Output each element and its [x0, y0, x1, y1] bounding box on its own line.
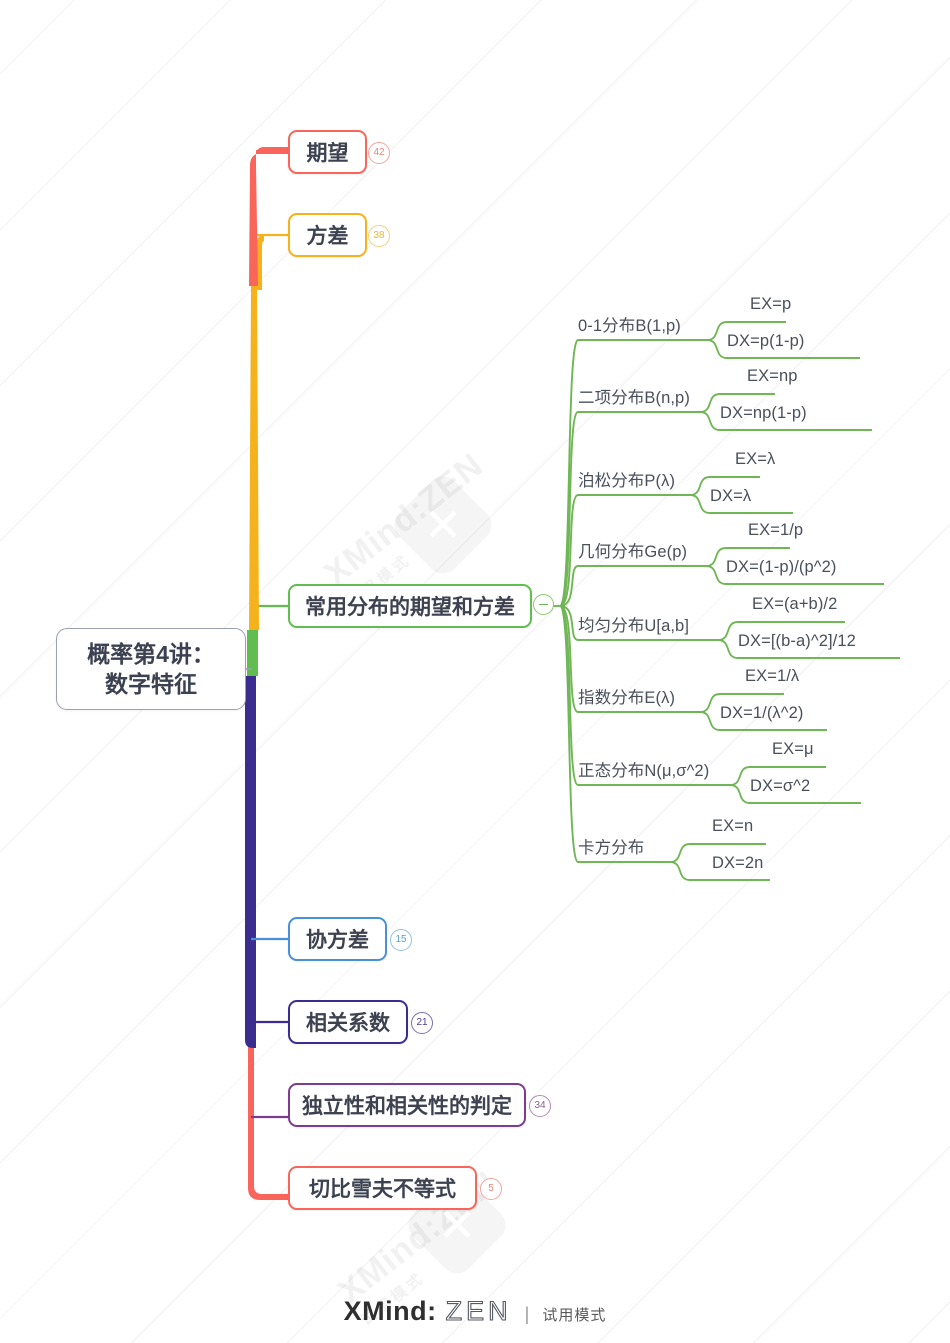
badge-value: 34 — [534, 1100, 546, 1111]
branch-label: 协方差 — [306, 929, 369, 952]
branch-label: 期望 — [306, 142, 349, 165]
badge-expectation-count: 42 — [368, 142, 390, 164]
branch-label: 常用分布的期望和方差 — [305, 596, 515, 619]
footer-separator: | — [524, 1304, 530, 1324]
footer-brand-bold: XMind: — [343, 1296, 437, 1326]
minus-bar — [539, 603, 548, 606]
distribution-label[interactable]: 泊松分布P(λ) — [578, 472, 676, 490]
collapse-minus-icon[interactable] — [533, 594, 554, 615]
distribution-label[interactable]: 均匀分布U[a,b] — [578, 617, 690, 635]
distribution-variance[interactable]: DX=σ^2 — [750, 777, 811, 795]
branch-label: 切比雪夫不等式 — [309, 1178, 456, 1201]
badge-covariance-count: 15 — [390, 929, 412, 951]
branch-node-independence-judgement[interactable]: 独立性和相关性的判定 — [288, 1083, 526, 1127]
badge-value: 5 — [488, 1183, 494, 1194]
badge-variance-count: 38 — [368, 225, 390, 247]
root-title-line1: 概率第4讲： — [87, 640, 215, 667]
branch-node-covariance[interactable]: 协方差 — [288, 917, 387, 961]
branch-label: 方差 — [306, 225, 349, 248]
distribution-variance[interactable]: DX=λ — [710, 487, 752, 505]
distribution-expectation[interactable]: EX=(a+b)/2 — [752, 595, 838, 613]
distribution-expectation[interactable]: EX=p — [750, 295, 792, 313]
distribution-label[interactable]: 二项分布B(n,p) — [578, 389, 690, 407]
badge-value: 21 — [416, 1017, 428, 1028]
branch-node-chebyshev-inequality[interactable]: 切比雪夫不等式 — [288, 1166, 477, 1210]
badge-correlation-count: 21 — [411, 1012, 433, 1034]
root-node[interactable]: 概率第4讲： 数字特征 — [56, 628, 246, 710]
distribution-label[interactable]: 正态分布N(μ,σ^2) — [578, 762, 710, 780]
badge-chebyshev-count: 5 — [480, 1178, 502, 1200]
badge-value: 38 — [373, 230, 385, 241]
branch-node-variance[interactable]: 方差 — [288, 213, 367, 257]
distribution-variance[interactable]: DX=(1-p)/(p^2) — [726, 558, 837, 576]
distribution-variance[interactable]: DX=1/(λ^2) — [720, 704, 804, 722]
root-title-line2: 数字特征 — [105, 671, 197, 697]
distribution-label[interactable]: 卡方分布 — [578, 839, 645, 857]
distribution-expectation[interactable]: EX=μ — [772, 740, 814, 758]
branch-node-correlation-coefficient[interactable]: 相关系数 — [288, 1000, 408, 1044]
distribution-variance[interactable]: DX=p(1-p) — [727, 332, 805, 350]
distribution-variance[interactable]: DX=2n — [712, 854, 764, 872]
badge-value: 42 — [373, 147, 385, 158]
distribution-label[interactable]: 0-1分布B(1,p) — [578, 317, 681, 335]
footer-brand-light: ZEN — [445, 1295, 512, 1326]
badge-value: 15 — [395, 934, 407, 945]
distribution-label[interactable]: 几何分布Ge(p) — [578, 543, 688, 561]
distribution-expectation[interactable]: EX=1/p — [748, 521, 804, 539]
branch-node-common-distributions[interactable]: 常用分布的期望和方差 — [288, 584, 532, 628]
footer-trial-mode-label: 试用模式 — [542, 1307, 607, 1324]
distribution-expectation[interactable]: EX=np — [747, 367, 798, 385]
distribution-variance[interactable]: DX=np(1-p) — [720, 404, 807, 422]
branch-label: 独立性和相关性的判定 — [302, 1095, 512, 1118]
distribution-expectation[interactable]: EX=1/λ — [745, 667, 800, 685]
distribution-expectation[interactable]: EX=n — [712, 817, 754, 835]
branch-node-expectation[interactable]: 期望 — [288, 130, 367, 174]
branch-label: 相关系数 — [306, 1012, 390, 1035]
badge-independence-count: 34 — [529, 1095, 551, 1117]
distribution-expectation[interactable]: EX=λ — [735, 450, 776, 468]
footer-branding: XMind: ZEN | 试用模式 — [0, 1295, 950, 1327]
distribution-label[interactable]: 指数分布E(λ) — [578, 689, 676, 707]
distribution-variance[interactable]: DX=[(b-a)^2]/12 — [738, 632, 856, 650]
